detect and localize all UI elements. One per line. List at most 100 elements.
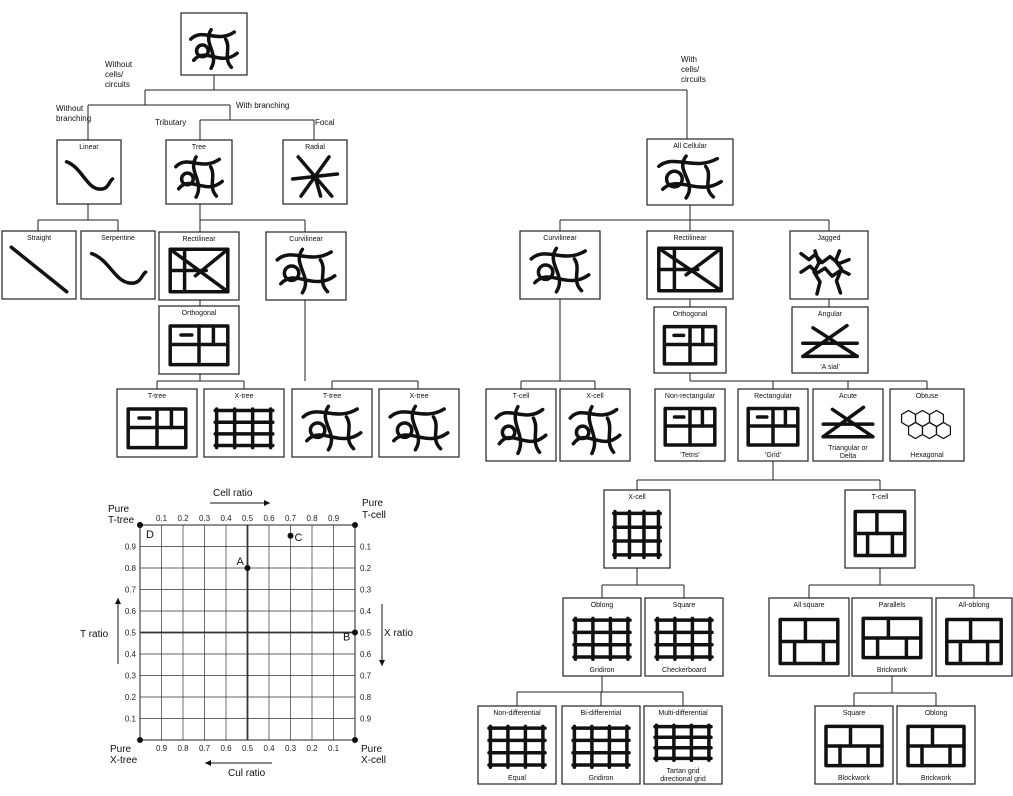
pattern-box-ttree-1: T-tree [117,389,197,457]
box-title: All Cellular [673,143,707,150]
x-ratio-label: X ratio [384,628,413,639]
cell-ratio-label: Cell ratio [213,488,253,499]
box-title: Straight [27,235,51,242]
right-tick-label: 0.9 [360,715,372,724]
bottom-tick-label: 0.2 [306,744,318,753]
left-tick-label: 0.4 [125,650,137,659]
box-title: All-oblong [958,602,989,609]
pattern-box-acute: AcuteTriangular orDelta [813,389,883,461]
pattern-box-nonrect: Non-rectangular'Tetris' [655,389,725,461]
with-branching-label: With branching [236,101,289,110]
pattern-box-multidiff: Multi-differentialTartan griddirectional… [644,706,722,784]
box-title: T-cell [513,393,530,400]
bottom-tick-label: 0.4 [263,744,275,753]
box-caption: 'A sial' [820,364,839,371]
box-title: Tree [192,144,206,151]
top-tick-label: 0.7 [285,514,297,523]
pattern-box-rect: Rectangular'Grid' [738,389,808,461]
pattern-box-rectilinear-c: Rectilinear [647,231,733,299]
pure-xtree-label-2: X-tree [110,755,138,766]
box-title: Oblong [925,710,948,717]
pure-ttree-label-2: T-tree [108,515,135,526]
ratio-point-c: C [288,532,303,544]
point-label: B [343,632,350,644]
box-caption: Equal [508,775,526,782]
box-title: Oblong [591,602,614,609]
box-title: Angular [818,311,843,318]
pattern-box-alloblong: All-oblong [936,598,1012,676]
box-title: Parallels [879,602,906,609]
cul-ratio-label: Cul ratio [228,768,266,779]
box-caption: Tartan grid [666,768,699,775]
point-marker [245,565,251,571]
bottom-tick-label: 0.9 [156,744,168,753]
box-title: Bi-differential [581,710,622,717]
branch-labels: Without cells/ circuits With cells/ circ… [56,55,706,127]
right-tick-label: 0.5 [360,629,372,638]
right-tick-label: 0.3 [360,586,372,595]
box-caption: Blockwork [838,775,870,782]
t-ratio-arrowhead [115,598,121,604]
pure-xtree-label-1: Pure [110,744,132,755]
right-tick-label: 0.6 [360,650,372,659]
box-title: T-tree [148,393,166,400]
point-marker [352,630,358,636]
left-tick-label: 0.9 [125,543,137,552]
top-tick-label: 0.8 [306,514,318,523]
box-title: Rectilinear [673,235,707,242]
pattern-box-tcell-1: T-cell [486,389,556,461]
x-ratio-arrowhead [379,660,385,666]
box-title: Curvilinear [543,235,577,242]
box-title: X-cell [586,393,604,400]
box-title: X-tree [409,393,428,400]
box-title: Multi-differential [658,710,708,717]
bottom-tick-label: 0.8 [177,744,189,753]
box-title: Square [673,602,696,609]
box-title: Acute [839,393,857,400]
right-tick-label: 0.4 [360,607,372,616]
top-tick-label: 0.3 [199,514,211,523]
pattern-box-orthogonal-c: Orthogonal [654,307,726,373]
top-tick-label: 0.4 [220,514,232,523]
box-caption: Brickwork [921,775,952,782]
pattern-box-all-patterns [181,13,247,75]
box-title: Serpentine [101,235,135,242]
top-tick-label: 0.2 [177,514,189,523]
box-title: Orthogonal [673,311,708,318]
box-caption: Hexagonal [910,452,944,459]
with-cells-label-3: circuits [681,75,706,84]
pure-tcell-label-1: Pure [362,498,384,509]
without-branching-label-1: Without [56,104,84,113]
box-caption: Gridiron [590,667,615,674]
left-tick-label: 0.5 [125,629,137,638]
cul-ratio-arrowhead [205,760,211,766]
bottom-tick-label: 0.3 [285,744,297,753]
point-label: D [146,529,154,541]
box-caption: 'Tetris' [680,452,699,459]
grid-corner-dot [352,737,358,743]
without-cells-label-3: circuits [105,80,130,89]
bottom-tick-label: 0.1 [328,744,340,753]
bottom-tick-label: 0.5 [242,744,254,753]
right-tick-label: 0.1 [360,543,372,552]
left-tick-label: 0.3 [125,672,137,681]
pattern-box-orthogonal-b: Orthogonal [159,306,239,374]
left-tick-label: 0.1 [125,715,137,724]
top-tick-label: 0.5 [242,514,254,523]
pure-xcell-label-2: X-cell [361,755,386,766]
left-tick-label: 0.2 [125,693,137,702]
tributary-label: Tributary [155,118,186,127]
box-title: Jagged [818,235,841,242]
left-tick-label: 0.6 [125,607,137,616]
pattern-box-curvilinear-c: Curvilinear [520,231,600,299]
without-branching-label-2: branching [56,114,91,123]
grid-corner-dot [137,737,143,743]
box-title: X-cell [628,494,646,501]
ratio-graph: 0.10.90.90.10.20.80.80.20.30.70.70.30.40… [80,488,413,779]
pattern-box-tree: Tree [166,140,232,204]
top-tick-label: 0.9 [328,514,340,523]
box-title: Orthogonal [182,310,217,317]
